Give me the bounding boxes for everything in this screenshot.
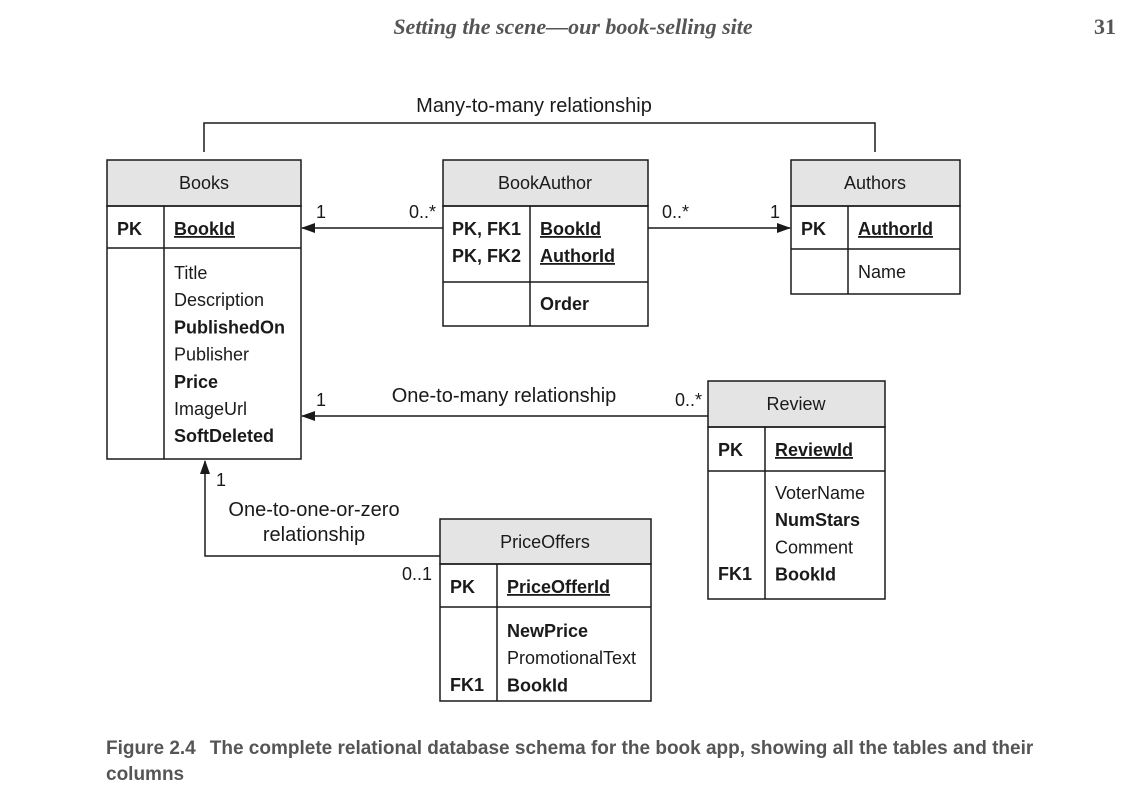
review-pk-key: PK bbox=[718, 440, 743, 460]
priceoffers-column: PromotionalText bbox=[507, 648, 636, 668]
books-column: Price bbox=[174, 372, 218, 392]
books-column: PublishedOn bbox=[174, 317, 285, 337]
review-column: BookId bbox=[775, 565, 836, 585]
priceoffers-column: BookId bbox=[507, 675, 568, 695]
books-pk-column: BookId bbox=[174, 219, 235, 239]
priceoffers-books-connector: 1 One-to-one-or-zero relationship 0..1 bbox=[200, 460, 440, 584]
books-column: SoftDeleted bbox=[174, 426, 274, 446]
books-columns: TitleDescriptionPublishedOnPublisherPric… bbox=[174, 263, 285, 446]
bookauthor-table: BookAuthor PK, FK1 PK, FK2 BookId Author… bbox=[442, 159, 649, 327]
figure-caption-text: The complete relational database schema … bbox=[106, 738, 1034, 785]
bookauthor-authors-connector: 0..* 1 bbox=[648, 202, 791, 233]
review-pk-column: ReviewId bbox=[775, 440, 853, 460]
authors-name-column: Name bbox=[858, 262, 906, 282]
authors-side-multiplicity: 1 bbox=[770, 202, 780, 222]
priceoffers-fk-key: FK1 bbox=[450, 675, 484, 695]
books-table: Books PK BookId TitleDescriptionPublishe… bbox=[106, 159, 302, 460]
review-column: NumStars bbox=[775, 510, 860, 530]
books-pk-key: PK bbox=[117, 219, 142, 239]
one-to-one-zero-multiplicity: 0..1 bbox=[402, 564, 432, 584]
review-table-title: Review bbox=[766, 394, 826, 414]
one-to-one-one-multiplicity: 1 bbox=[216, 470, 226, 490]
bookauthor-pk1-column: BookId bbox=[540, 219, 601, 239]
books-column: ImageUrl bbox=[174, 399, 247, 419]
figure-label: Figure 2.4 bbox=[106, 738, 196, 759]
one-to-one-label-line2: relationship bbox=[263, 524, 365, 546]
books-table-title: Books bbox=[179, 173, 229, 193]
one-to-many-many-multiplicity: 0..* bbox=[675, 390, 702, 410]
page-number: 31 bbox=[1094, 14, 1116, 39]
review-table: Review PK ReviewId FK1 VoterNameNumStars… bbox=[707, 380, 886, 600]
bookauthor-pk2-column: AuthorId bbox=[540, 246, 615, 266]
authors-table-title: Authors bbox=[844, 173, 906, 193]
one-to-many-one-multiplicity: 1 bbox=[316, 390, 326, 410]
one-to-many-label: One-to-many relationship bbox=[392, 385, 617, 407]
many-to-many-connector: Many-to-many relationship bbox=[203, 95, 876, 152]
books-column: Description bbox=[174, 290, 264, 310]
authors-pk-key: PK bbox=[801, 219, 826, 239]
running-title: Setting the scene—our book-selling site bbox=[393, 14, 753, 39]
priceoffers-table-title: PriceOffers bbox=[500, 532, 590, 552]
books-column: Publisher bbox=[174, 345, 249, 365]
bookauthor-key2: PK, FK2 bbox=[452, 246, 521, 266]
bookauthor-books-connector: 1 0..* bbox=[301, 202, 443, 233]
priceoffers-column: NewPrice bbox=[507, 621, 588, 641]
review-column: VoterName bbox=[775, 483, 865, 503]
priceoffers-pk-column: PriceOfferId bbox=[507, 577, 610, 597]
many-to-many-label: Many-to-many relationship bbox=[416, 95, 652, 117]
review-column: Comment bbox=[775, 537, 853, 557]
review-fk-key: FK1 bbox=[718, 564, 752, 584]
bookauthor-key1: PK, FK1 bbox=[452, 219, 521, 239]
priceoffers-table: PriceOffers PK PriceOfferId FK1 NewPrice… bbox=[439, 518, 652, 702]
one-to-one-label-line1: One-to-one-or-zero bbox=[228, 499, 399, 521]
review-books-connector: One-to-many relationship 1 0..* bbox=[301, 385, 708, 421]
books-side-multiplicity: 1 bbox=[316, 202, 326, 222]
bookauthor-many-multiplicity: 0..* bbox=[662, 202, 689, 222]
bookauthor-order-column: Order bbox=[540, 294, 589, 314]
bookauthor-table-title: BookAuthor bbox=[498, 173, 592, 193]
authors-table: Authors PK AuthorId Name bbox=[790, 159, 961, 295]
authors-pk-column: AuthorId bbox=[858, 219, 933, 239]
priceoffers-pk-key: PK bbox=[450, 577, 475, 597]
bookauthor-side-multiplicity: 0..* bbox=[409, 202, 436, 222]
books-column: Title bbox=[174, 263, 207, 283]
